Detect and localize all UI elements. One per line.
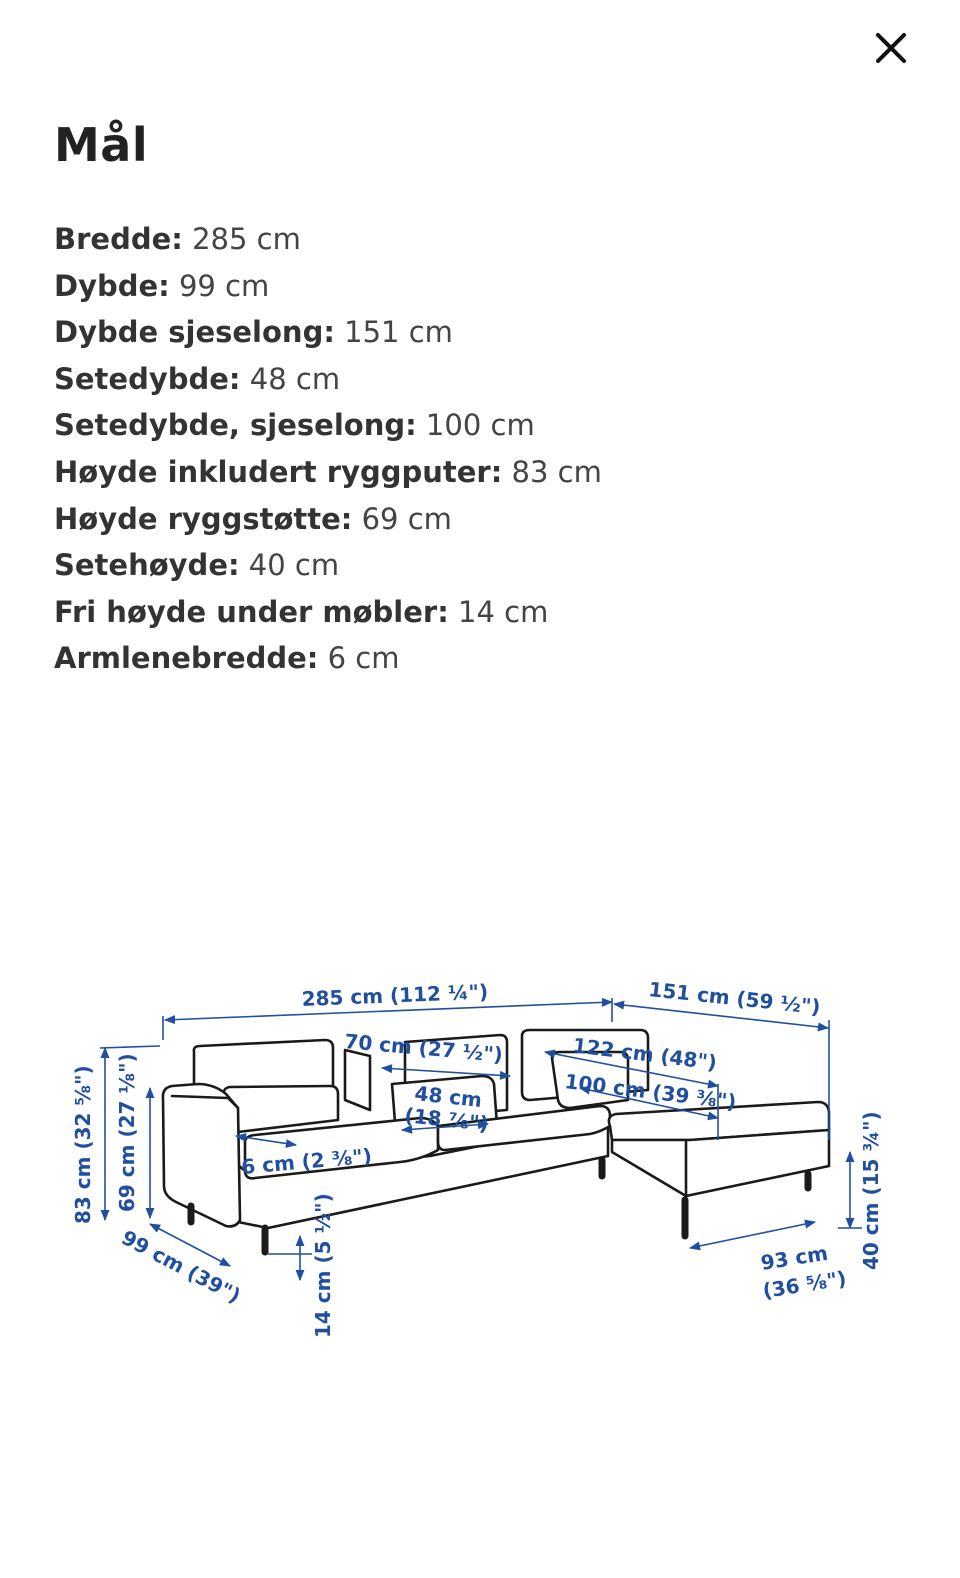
label-height-back: 69 cm (27 ⅛") <box>115 1053 139 1212</box>
sofa-dimension-diagram: 285 cm (112 ¼") 151 cm (59 ½") 70 cm (27… <box>71 977 883 1338</box>
dimension-value: 6 cm <box>318 641 400 676</box>
dimension-value: 99 cm <box>169 268 270 303</box>
close-icon <box>876 33 906 63</box>
dimension-row-free-height: Fri høyde under møbler: 14 cm <box>54 589 602 636</box>
label-depth: 99 cm (39") <box>118 1225 245 1308</box>
label-width: 285 cm (112 ¼") <box>301 980 488 1011</box>
dimension-label: Setedybde, sjeselong: <box>54 408 417 443</box>
dimension-value: 285 cm <box>182 222 301 256</box>
dimension-row-chaise-seat-depth: Setedybde, sjeselong: 100 cm <box>54 402 602 449</box>
dimension-label: Fri høyde under møbler: <box>54 594 449 629</box>
label-free-height: 14 cm (5 ½") <box>311 1193 335 1338</box>
dimension-label: Armlenebredde: <box>54 641 319 676</box>
dimension-row-seat-height: Setehøyde: 40 cm <box>54 542 602 589</box>
dimension-label: Dybde sjeselong: <box>54 315 335 350</box>
close-button[interactable] <box>860 20 922 76</box>
dimension-label: Setedybde: <box>54 361 241 396</box>
label-seat-height: 40 cm (15 ¾") <box>859 1111 883 1270</box>
dimension-list: Bredde: 285 cm Dybde: 99 cm Dybde sjesel… <box>54 216 602 682</box>
dimension-row-armrest-width: Armlenebredde: 6 cm <box>54 635 602 682</box>
dimension-row-depth: Dybde: 99 cm <box>54 263 602 310</box>
dimension-label: Høyde inkludert ryggputer: <box>54 454 503 489</box>
dimension-row-width: Bredde: 285 cm <box>54 216 602 263</box>
dimension-value: 151 cm <box>334 315 453 350</box>
dimension-label: Bredde: <box>54 222 183 256</box>
dimension-label: Høyde ryggstøtte: <box>54 501 353 536</box>
label-chaise-depth: 151 cm (59 ½") <box>647 977 821 1019</box>
dimension-row-chaise-depth: Dybde sjeselong: 151 cm <box>54 309 602 356</box>
dimension-row-seat-depth: Setedybde: 48 cm <box>54 356 602 403</box>
dimension-value: 14 cm <box>448 594 549 629</box>
dimension-value: 100 cm <box>416 408 535 443</box>
dimension-row-height-cushions: Høyde inkludert ryggputer: 83 cm <box>54 449 602 496</box>
page-title: Mål <box>54 118 149 172</box>
dimension-value: 69 cm <box>352 501 452 536</box>
label-height-total: 83 cm (32 ⅝") <box>71 1065 95 1224</box>
dimension-row-backrest-height: Høyde ryggstøtte: 69 cm <box>54 496 602 543</box>
dimension-value: 83 cm <box>502 454 602 489</box>
dimension-lines <box>99 997 862 1282</box>
dimension-label: Setehøyde: <box>54 548 240 583</box>
dimension-value: 48 cm <box>240 361 341 396</box>
dimension-label: Dybde: <box>54 268 170 303</box>
dimension-value: 40 cm <box>239 548 340 583</box>
